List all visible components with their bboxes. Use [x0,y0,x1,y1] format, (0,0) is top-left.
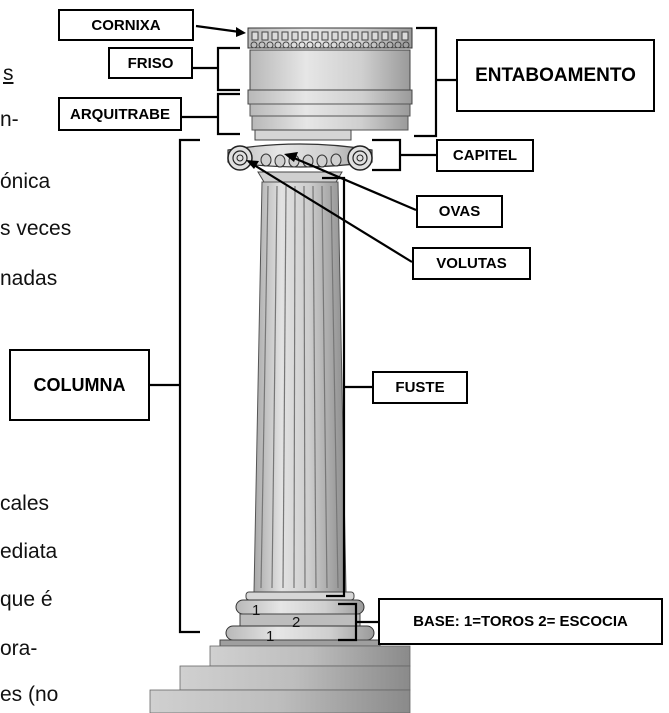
text-fragment-6: cales [0,492,50,515]
friso-bracket [216,46,240,92]
text-fragment-2: n- [0,108,19,131]
base-number-escocia: 2 [292,614,300,631]
stylobate-steps [149,645,411,713]
text-fragment-10: es (no [0,683,59,706]
label-ovas: OVAS [416,195,503,228]
cornixa-arrow [195,24,241,34]
egg-dart-moulding [250,41,410,49]
leader-lines [150,24,456,642]
entablature [247,27,413,131]
label-arquitrabe: ARQUITRABE [58,97,182,131]
base-number-toro-upper: 1 [252,602,260,619]
ovas-arrow [293,156,417,212]
architrave-band-1 [247,89,413,105]
base-number-toro-lower: 1 [266,628,274,645]
volute-left [227,145,253,171]
label-capitel: CAPITEL [436,139,534,172]
ionic-capital [227,129,373,183]
label-columna: COLUMNA [9,349,150,421]
label-fuste: FUSTE [372,371,468,404]
architrave-band-3 [251,115,409,131]
text-fragment-7: ediata [0,540,58,563]
volutas-arrow [253,164,413,263]
text-fragment-8: que é [0,588,53,611]
text-fragment-4: s veces [0,217,72,240]
text-fragment-1: s [3,62,14,85]
column-shaft [253,181,347,593]
column-base [219,591,381,647]
label-entaboamento: ENTABOAMENTO [456,39,655,112]
text-fragment-5: nadas [0,267,58,290]
columna-bracket [178,138,200,634]
capitel-bracket [372,138,402,172]
arquitrabe-bracket [216,92,240,136]
dentils [251,31,409,41]
label-friso: FRISO [108,47,193,79]
label-base: BASE: 1=TOROS 2= ESCOCIA [378,598,663,645]
label-volutas: VOLUTAS [412,247,531,280]
frieze [249,49,411,91]
text-fragment-3: ónica [0,170,51,193]
label-cornixa: CORNIXA [58,9,194,41]
entaboamento-bracket [414,26,438,138]
flutes [260,185,339,589]
cornice [247,27,413,49]
volute-right [347,145,373,171]
text-fragment-9: ora- [0,637,38,660]
architrave-band-2 [249,103,411,117]
